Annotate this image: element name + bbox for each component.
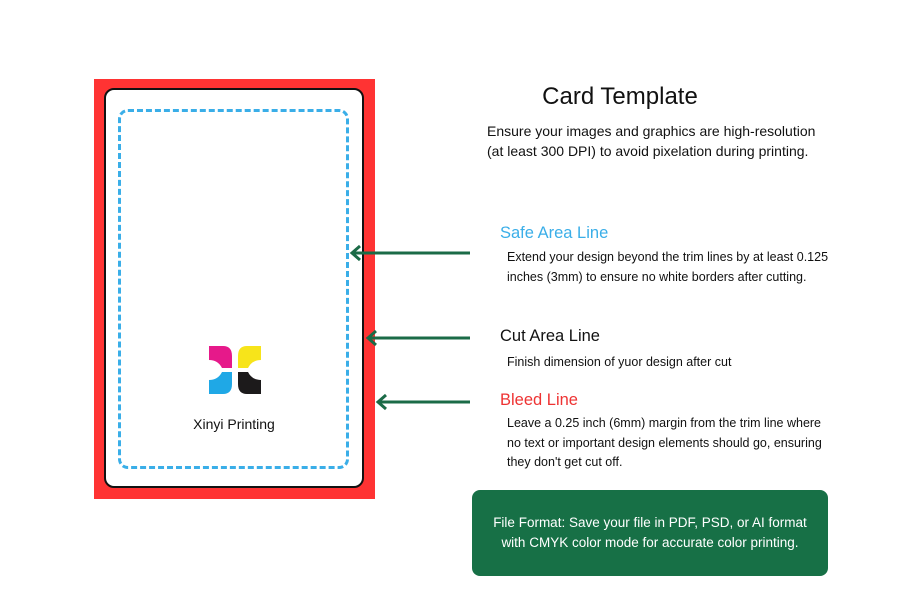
safe-area [118,109,349,469]
cut-arrow-icon [365,329,470,347]
cut-area [104,88,364,488]
bleed-line-label: Bleed Line [500,391,578,409]
cut-area-label: Cut Area Line [500,327,600,345]
xinyi-logo-icon [209,346,261,394]
file-format-note: File Format: Save your file in PDF, PSD,… [472,490,828,576]
cut-area-description: Finish dimension of yuor design after cu… [507,355,732,369]
bleed-arrow-icon [375,393,470,411]
bleed-line-description: Leave a 0.25 inch (6mm) margin from the … [507,416,822,469]
page-title: Card Template [542,83,698,110]
safe-area-label: Safe Area Line [500,224,609,242]
intro-text: Ensure your images and graphics are high… [487,123,816,159]
safe-arrow-icon [349,244,470,262]
safe-area-description: Extend your design beyond the trim lines… [507,250,829,284]
brand-name: Xinyi Printing [193,416,275,432]
